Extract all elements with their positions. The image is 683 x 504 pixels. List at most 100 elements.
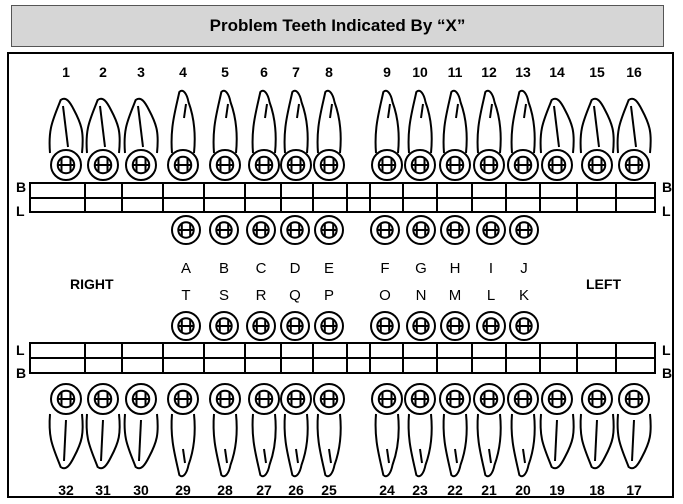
upper-tooth-4 bbox=[172, 91, 195, 153]
tooth-number-15: 15 bbox=[589, 64, 605, 80]
lower-primary-occlusal-P bbox=[315, 312, 343, 340]
upper-tooth-3 bbox=[125, 99, 158, 153]
primary-tooth-label-T: T bbox=[181, 287, 190, 304]
lower-tooth-22 bbox=[444, 414, 467, 476]
lower-occlusal-24 bbox=[372, 384, 402, 414]
upper-primary-occlusal-E bbox=[315, 216, 343, 244]
primary-tooth-label-N: N bbox=[416, 287, 427, 304]
tooth-number-20: 20 bbox=[515, 482, 531, 498]
upper-occlusal-7 bbox=[281, 150, 311, 180]
tooth-number-4: 4 bbox=[179, 64, 187, 80]
tooth-number-12: 12 bbox=[481, 64, 497, 80]
tooth-number-28: 28 bbox=[217, 482, 233, 498]
primary-tooth-label-L: L bbox=[487, 287, 495, 304]
upper-tooth-1 bbox=[50, 99, 83, 153]
upper-primary-occlusal-C bbox=[247, 216, 275, 244]
upper-occlusal-10 bbox=[405, 150, 435, 180]
lower-primary-occlusal-R bbox=[247, 312, 275, 340]
primary-tooth-label-O: O bbox=[379, 287, 391, 304]
tooth-number-27: 27 bbox=[256, 482, 272, 498]
tooth-number-2: 2 bbox=[99, 64, 107, 80]
lower-tooth-31 bbox=[87, 414, 120, 468]
tooth-number-32: 32 bbox=[58, 482, 74, 498]
upper-tooth-13 bbox=[512, 91, 535, 153]
primary-tooth-label-F: F bbox=[380, 260, 389, 277]
tooth-number-21: 21 bbox=[481, 482, 497, 498]
tooth-number-24: 24 bbox=[379, 482, 395, 498]
upper-occlusal-5 bbox=[210, 150, 240, 180]
tooth-number-22: 22 bbox=[447, 482, 463, 498]
lower-row-b-right: B bbox=[662, 365, 672, 381]
teeth-diagram bbox=[50, 91, 651, 477]
lower-occlusal-17 bbox=[619, 384, 649, 414]
upper-row-b-right: B bbox=[662, 179, 672, 195]
upper-tooth-9 bbox=[376, 91, 399, 153]
lower-tooth-30 bbox=[125, 414, 158, 468]
lower-tooth-21 bbox=[478, 414, 501, 476]
upper-occlusal-8 bbox=[314, 150, 344, 180]
lower-occlusal-19 bbox=[542, 384, 572, 414]
lower-row-l-left: L bbox=[16, 342, 25, 358]
lower-primary-occlusal-S bbox=[210, 312, 238, 340]
tooth-number-13: 13 bbox=[515, 64, 531, 80]
tooth-number-10: 10 bbox=[412, 64, 428, 80]
upper-tooth-10 bbox=[409, 91, 432, 153]
upper-tooth-14 bbox=[541, 99, 574, 153]
primary-tooth-label-D: D bbox=[290, 260, 301, 277]
primary-tooth-label-M: M bbox=[449, 287, 462, 304]
upper-occlusal-14 bbox=[542, 150, 572, 180]
lower-occlusal-30 bbox=[126, 384, 156, 414]
upper-tooth-8 bbox=[318, 91, 341, 153]
upper-primary-occlusal-D bbox=[281, 216, 309, 244]
primary-tooth-label-S: S bbox=[219, 287, 229, 304]
upper-tooth-16 bbox=[618, 99, 651, 153]
lower-tooth-25 bbox=[318, 414, 341, 476]
upper-primary-occlusal-B bbox=[210, 216, 238, 244]
primary-tooth-label-R: R bbox=[256, 287, 267, 304]
tooth-number-18: 18 bbox=[589, 482, 605, 498]
lower-occlusal-32 bbox=[51, 384, 81, 414]
lower-occlusal-27 bbox=[249, 384, 279, 414]
primary-tooth-label-G: G bbox=[415, 260, 427, 277]
lower-tooth-32 bbox=[50, 414, 83, 468]
upper-primary-occlusal-J bbox=[510, 216, 538, 244]
upper-primary-occlusal-G bbox=[407, 216, 435, 244]
tooth-number-19: 19 bbox=[549, 482, 565, 498]
upper-primary-occlusal-I bbox=[477, 216, 505, 244]
upper-row-b-left: B bbox=[16, 179, 26, 195]
tooth-number-23: 23 bbox=[412, 482, 428, 498]
lower-occlusal-23 bbox=[405, 384, 435, 414]
primary-tooth-label-I: I bbox=[489, 260, 493, 277]
lower-occlusal-21 bbox=[474, 384, 504, 414]
tooth-number-30: 30 bbox=[133, 482, 149, 498]
lower-tooth-29 bbox=[172, 414, 195, 476]
lower-primary-occlusal-L bbox=[477, 312, 505, 340]
lower-tooth-20 bbox=[512, 414, 535, 476]
upper-occlusal-12 bbox=[474, 150, 504, 180]
upper-occlusal-6 bbox=[249, 150, 279, 180]
lower-occlusal-25 bbox=[314, 384, 344, 414]
lower-primary-occlusal-K bbox=[510, 312, 538, 340]
primary-tooth-label-P: P bbox=[324, 287, 334, 304]
upper-tooth-11 bbox=[444, 91, 467, 153]
lower-tooth-27 bbox=[253, 414, 276, 476]
primary-tooth-label-Q: Q bbox=[289, 287, 301, 304]
tooth-number-6: 6 bbox=[260, 64, 268, 80]
tooth-number-7: 7 bbox=[292, 64, 300, 80]
tooth-number-16: 16 bbox=[626, 64, 642, 80]
lower-primary-occlusal-M bbox=[441, 312, 469, 340]
primary-tooth-label-B: B bbox=[219, 260, 229, 277]
upper-occlusal-9 bbox=[372, 150, 402, 180]
tooth-number-29: 29 bbox=[175, 482, 191, 498]
side-label-right: RIGHT bbox=[70, 276, 114, 292]
lower-tooth-24 bbox=[376, 414, 399, 476]
upper-tooth-5 bbox=[214, 91, 237, 153]
primary-tooth-label-A: A bbox=[181, 260, 191, 277]
upper-tooth-7 bbox=[285, 91, 308, 153]
tooth-number-5: 5 bbox=[221, 64, 229, 80]
lower-primary-occlusal-O bbox=[371, 312, 399, 340]
lower-occlusal-28 bbox=[210, 384, 240, 414]
tooth-number-8: 8 bbox=[325, 64, 333, 80]
upper-occlusal-11 bbox=[440, 150, 470, 180]
